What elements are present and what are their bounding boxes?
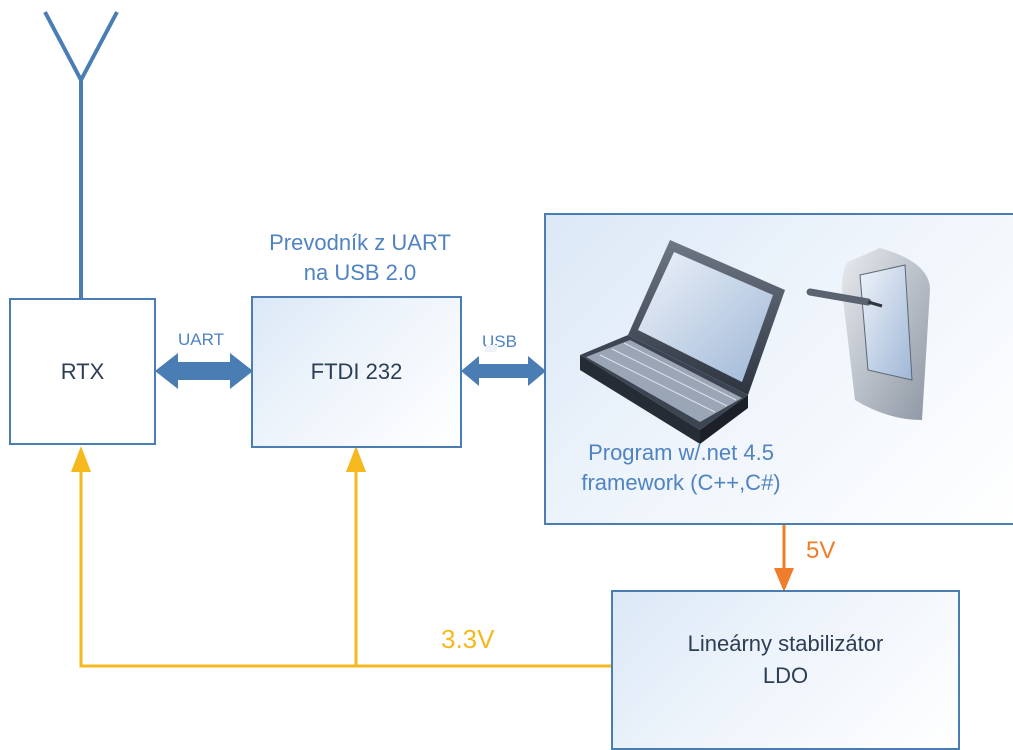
voltage-3v3-label: 3.3V [441,624,495,654]
program-label-line1: Program w/.net 4.5 [588,440,774,465]
converter-title-line1: Prevodník z UART [269,230,451,255]
antenna-icon [43,11,119,300]
ftdi-label: FTDI 232 [310,359,403,384]
laptop-icon [483,240,785,444]
arrowhead-rtx-power [71,446,91,472]
stylus-icon [806,288,883,308]
ldo-block: Lineárny stabilizátor LDO [611,590,960,750]
arrowhead-ftdi-power [346,446,366,472]
rtx-label: RTX [60,358,105,384]
uart-arrow [155,353,253,389]
arrowhead-ldo-power [774,568,794,592]
power-3v3-lines [79,470,612,668]
ldo-label-line2: LDO [762,663,809,688]
program-label-line2: framework (C++,C#) [581,470,781,495]
converter-title-line2: na USB 2.0 [303,260,417,285]
converter-title: Prevodník z UART na USB 2.0 [230,228,490,288]
ftdi-block: FTDI 232 [251,296,462,448]
tablet-icon [842,248,930,420]
ldo-label-line1: Lineárny stabilizátor [687,631,884,656]
rtx-block: RTX [9,298,156,445]
usb-arrow [461,356,546,386]
voltage-5v-label: 5V [806,537,836,564]
program-label: Program w/.net 4.5 framework (C++,C#) [556,438,806,498]
uart-label: UART [178,330,224,349]
